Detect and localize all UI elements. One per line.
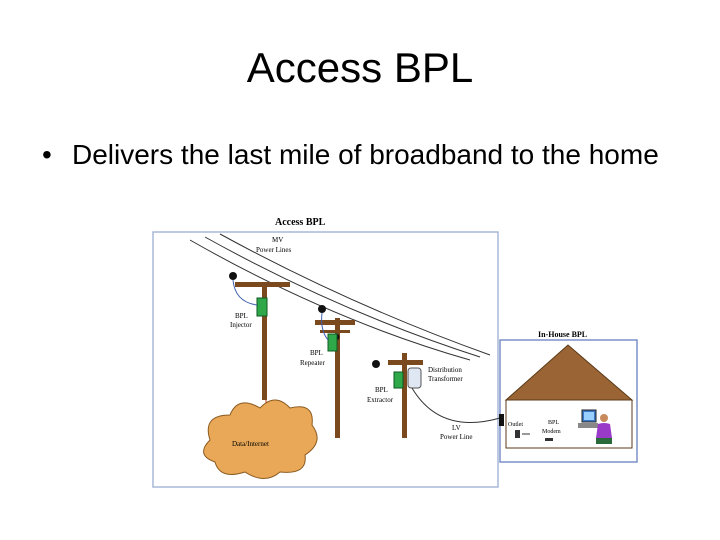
bpl-repeater-box <box>327 333 338 352</box>
bullet-list: • Delivers the last mile of broadband to… <box>42 138 682 172</box>
repeater-label: BPL <box>310 349 323 357</box>
mv-label-2: Power Lines <box>256 246 291 254</box>
injector-label-2: Injector <box>230 321 252 329</box>
repeater-label-2: Repeater <box>300 359 326 367</box>
mv-label: MV <box>272 236 283 244</box>
modem-label: BPL <box>548 420 559 426</box>
utility-pole-1 <box>229 272 290 400</box>
in-house-title: In-House BPL <box>538 330 587 339</box>
diagram-header: Access BPL <box>275 217 326 228</box>
utility-pole-3 <box>372 353 423 438</box>
lv-label-2: Power Line <box>440 433 472 441</box>
bullet-text: Delivers the last mile of broadband to t… <box>72 139 659 170</box>
mv-power-lines <box>189 233 491 361</box>
outlet-icon <box>499 414 504 426</box>
bullet-marker: • <box>42 139 52 170</box>
outlet-label: Outlet <box>508 422 523 428</box>
bpl-extractor-box <box>393 371 404 389</box>
bullet-item: • Delivers the last mile of broadband to… <box>42 138 682 172</box>
computer-user-icon <box>578 409 612 444</box>
svg-text:Data/Internet: Data/Internet <box>232 440 269 448</box>
transformer-label: Distribution <box>428 366 462 374</box>
transformer-label-2: Transformer <box>428 375 463 383</box>
modem-icon <box>515 430 520 438</box>
distribution-transformer <box>407 367 422 389</box>
access-bpl-diagram: Access BPL Data/Internet <box>150 210 650 495</box>
bpl-injector-box <box>256 297 268 317</box>
lv-power-line <box>411 387 501 424</box>
data-internet-cloud: Data/Internet <box>203 399 318 479</box>
slide-title: Access BPL <box>246 44 474 91</box>
extractor-label: BPL <box>375 386 388 394</box>
lv-label: LV <box>452 424 461 432</box>
extractor-label-2: Extractor <box>367 396 394 404</box>
house-walls <box>505 399 633 449</box>
modem-label-2: Modem <box>542 429 561 435</box>
injector-label: BPL <box>235 312 248 320</box>
